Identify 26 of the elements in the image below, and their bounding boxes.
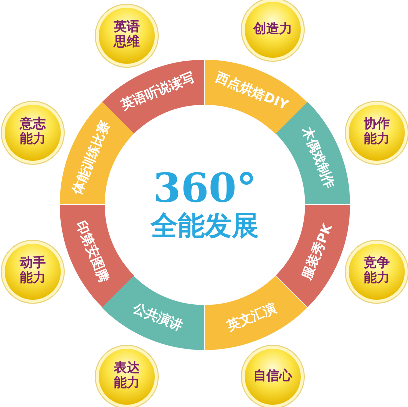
center-title: 全能发展	[151, 210, 259, 244]
skill-label: 竞争能力	[363, 257, 391, 287]
segment-label: 木偶戏制作	[299, 126, 336, 191]
circle-badge	[245, 2, 301, 58]
skill-label: 表达能力	[113, 362, 141, 392]
segment-label: 西点烘焙DIY	[214, 72, 290, 114]
skill-label: 协作能力	[363, 118, 391, 148]
segment-label: 印第安图腾	[74, 219, 111, 284]
skill-label: 自信心	[253, 370, 293, 384]
skill-label: 创造力	[253, 22, 293, 38]
segment-label: 英语听说读写	[120, 71, 197, 114]
circle-badge	[349, 244, 405, 300]
segment-label: 公共演讲	[132, 302, 185, 334]
circle-badge	[99, 8, 155, 64]
degree-heading: 360°	[153, 166, 257, 211]
skill-label: 动手能力	[19, 257, 47, 287]
skill-label: 英语思维	[113, 21, 141, 51]
segment-label: 服装秀PK	[300, 222, 335, 282]
circle-badge	[349, 105, 405, 161]
segment-label: 英文汇演	[225, 302, 278, 334]
circle-badge	[99, 349, 155, 405]
circle-badge	[5, 105, 61, 161]
segment-label: 体能训练比赛	[71, 120, 114, 197]
skill-label: 意志能力	[19, 118, 47, 148]
circle-badge	[245, 349, 301, 405]
circle-badge	[5, 244, 61, 300]
